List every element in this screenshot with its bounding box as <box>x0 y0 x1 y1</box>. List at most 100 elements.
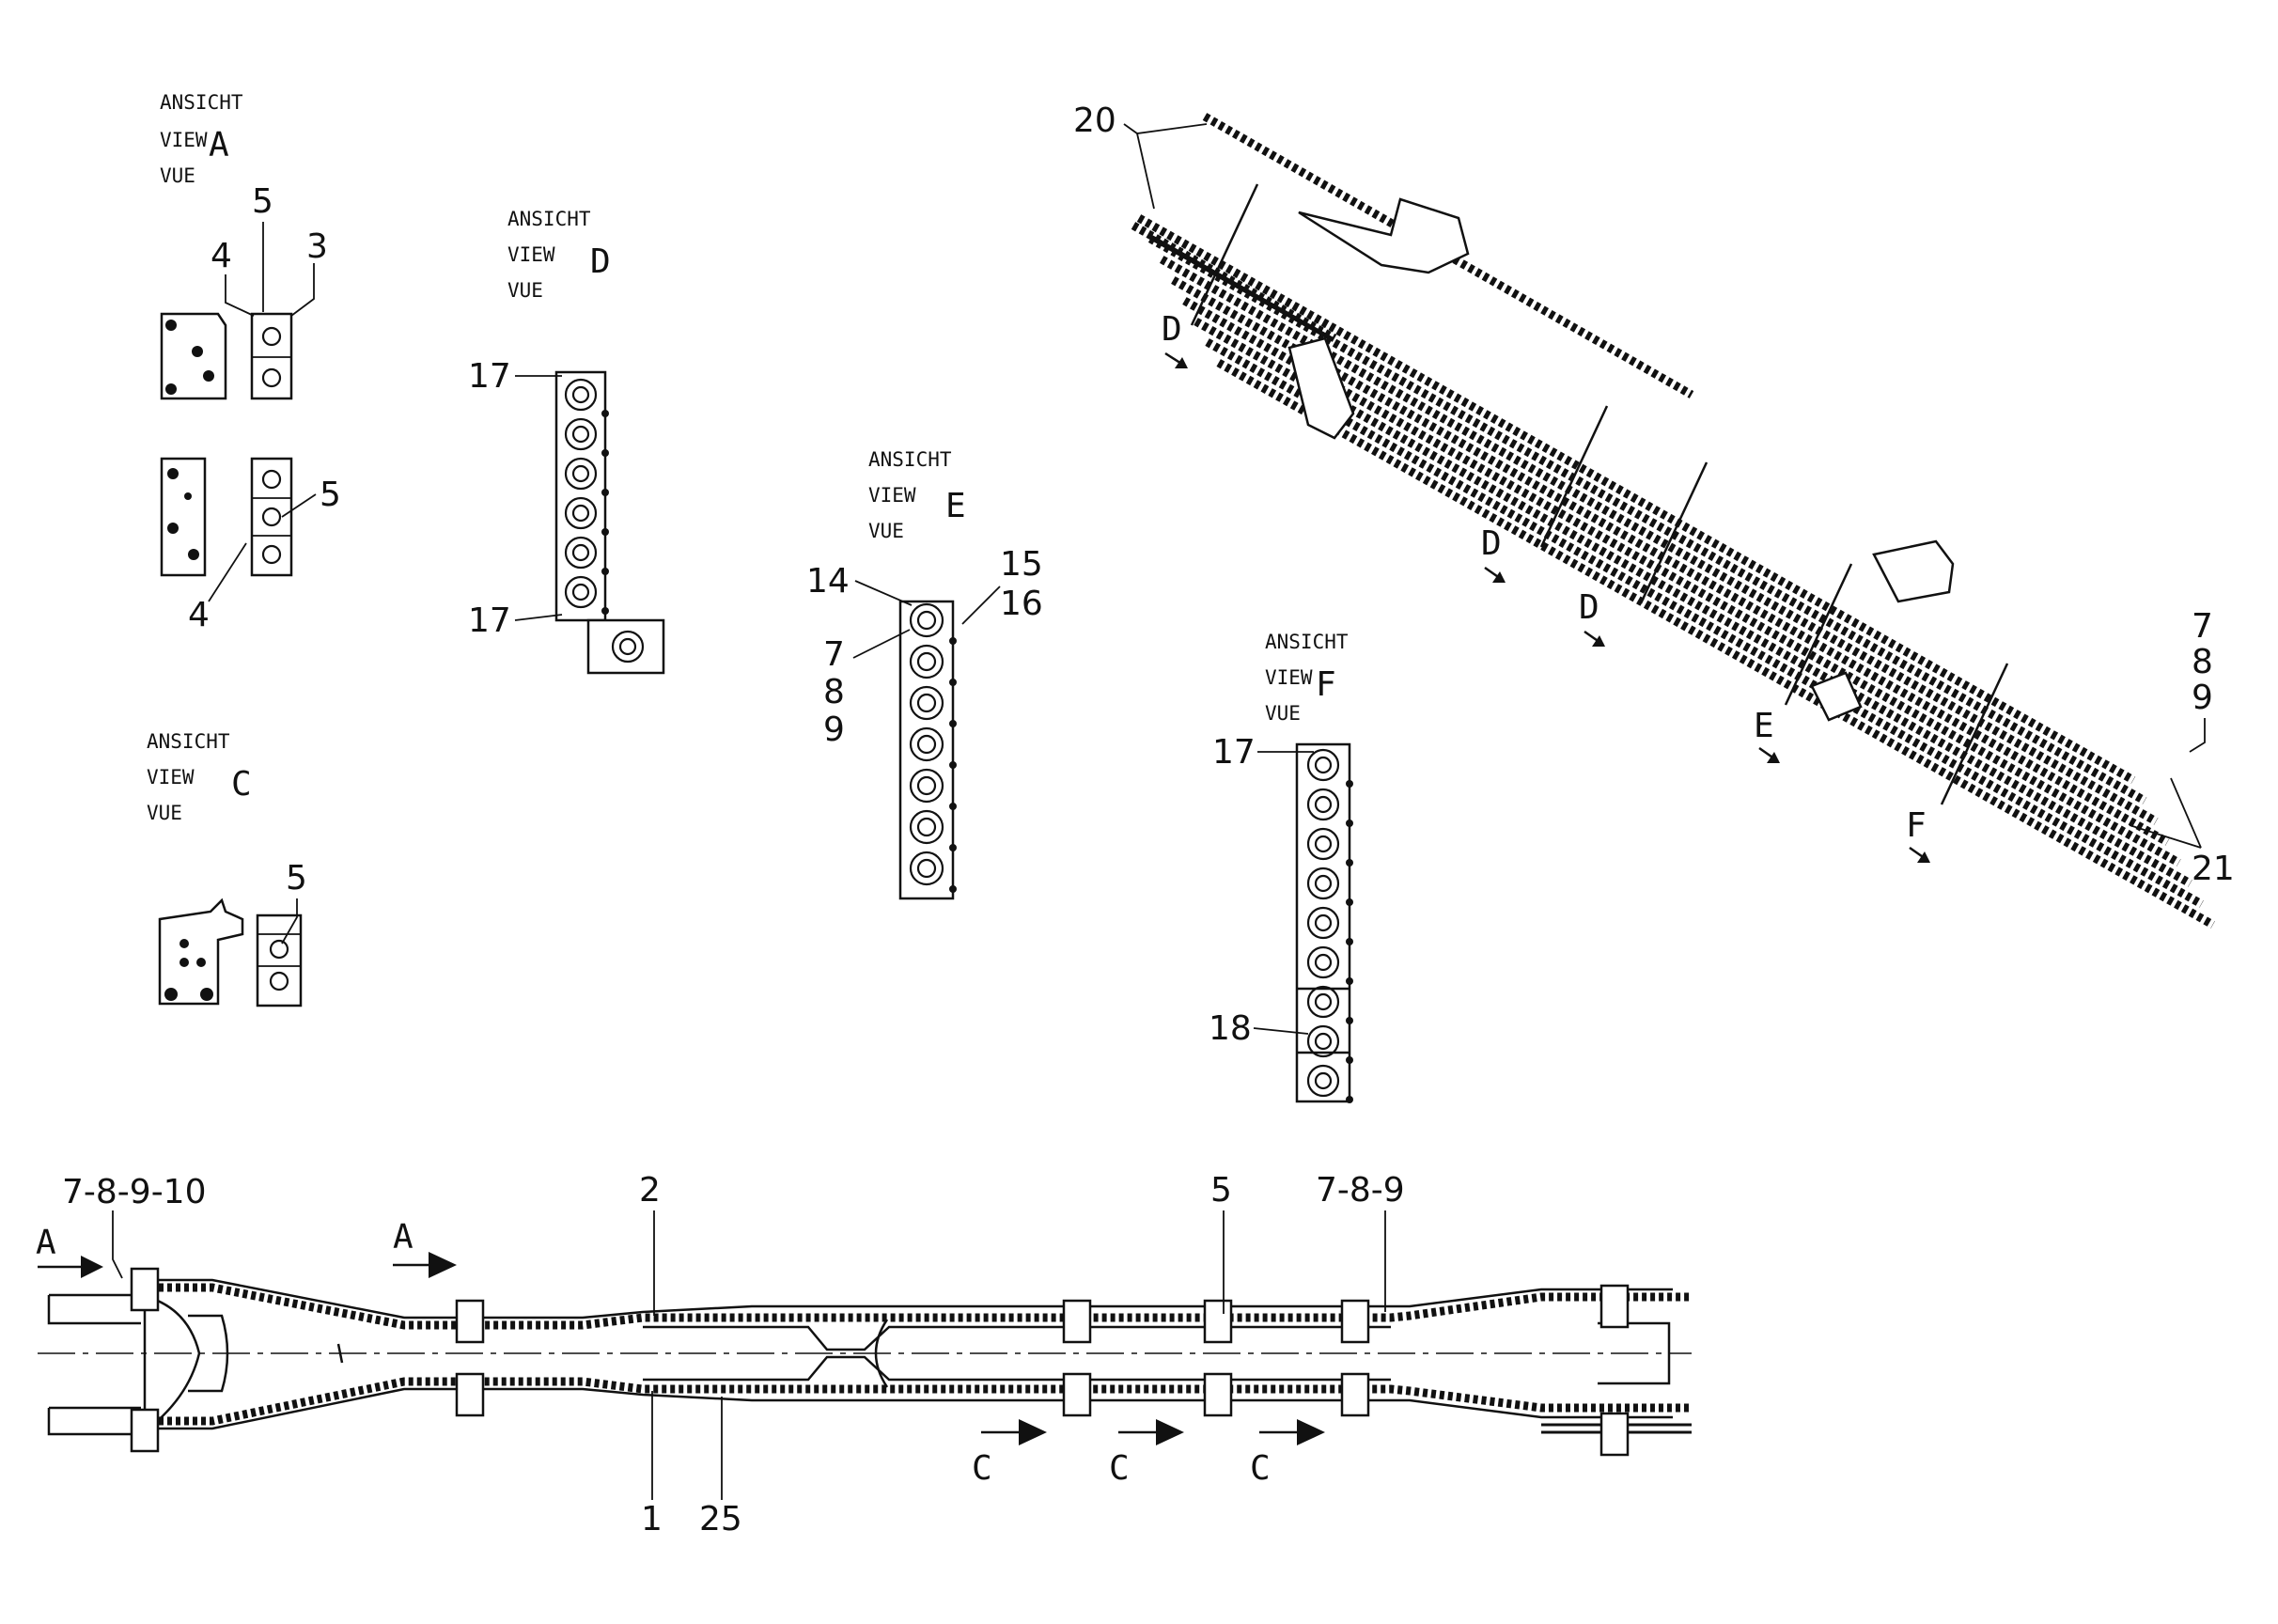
view-f-fitting-core <box>1314 874 1333 893</box>
view-f-bolt <box>1346 1017 1353 1024</box>
view-f-fitting-core <box>1314 953 1333 972</box>
callout-f-17: 17 <box>1212 733 1256 772</box>
view-c-letter: C <box>231 765 252 804</box>
main-clamp-block <box>130 1267 160 1312</box>
view-e-fitting-core <box>916 610 937 631</box>
iso-hose <box>1136 214 2136 784</box>
view-d-vue: VUE <box>507 279 543 302</box>
view-f-bolt <box>1346 977 1353 985</box>
callout-a-3-top: 3 <box>306 227 328 266</box>
view-e-bolt <box>949 844 957 851</box>
iso-rear-bracket-top <box>1872 539 1955 603</box>
view-d-bolt <box>601 489 609 496</box>
view-f-fitting-core <box>1314 914 1333 932</box>
view-f-view: VIEW <box>1265 666 1313 689</box>
view-d-view: VIEW <box>507 243 555 266</box>
callout-f-18: 18 <box>1209 1009 1252 1048</box>
view-e-fitting-core <box>916 693 937 713</box>
view-e-view: VIEW <box>868 484 916 507</box>
view-e-bolt <box>949 679 957 686</box>
callout-main-7-8-9: 7-8-9 <box>1316 1171 1405 1210</box>
callout-main-2: 2 <box>639 1171 661 1210</box>
main-clamp-block <box>130 1408 160 1453</box>
view-f-bolt <box>1346 898 1353 906</box>
view-e-fitting-core <box>916 858 937 879</box>
view-a: ANSICHT VIEW VUE A 4 5 3 5 4 <box>160 91 341 634</box>
callout-a-5-top: 5 <box>252 182 273 221</box>
main-clamp-block <box>1340 1372 1370 1417</box>
callout-e-14: 14 <box>806 562 850 601</box>
view-c-view: VIEW <box>147 766 195 789</box>
arrow-main-c3-label: C <box>1250 1449 1271 1488</box>
view-f-bolt <box>1346 1056 1353 1064</box>
callout-iso-20: 20 <box>1073 102 1116 140</box>
callout-d-17-top: 17 <box>468 357 511 396</box>
view-d-fitting-core <box>571 583 590 601</box>
view-d-bolt <box>601 528 609 536</box>
view-f-bolt <box>1346 859 1353 867</box>
iso-lower-bracket <box>1287 336 1355 440</box>
view-e-fitting-core <box>916 734 937 755</box>
main-clamp-block <box>1340 1299 1370 1344</box>
callout-a-4-top: 4 <box>211 237 232 275</box>
view-f-fitting-core <box>1314 795 1333 814</box>
view-f-fitting-core <box>1314 756 1333 774</box>
view-a-vue: VUE <box>160 164 195 187</box>
view-f-ansicht: ANSICHT <box>1265 631 1349 653</box>
view-e-bolt <box>949 885 957 893</box>
main-clamp-block <box>455 1299 485 1344</box>
view-e-vue: VUE <box>868 520 904 542</box>
view-f-fitting-core <box>1314 835 1333 853</box>
iso-upper-bracket <box>1298 197 1470 274</box>
callout-main-5: 5 <box>1210 1171 1232 1210</box>
arrow-iso-f-label: F <box>1906 806 1927 845</box>
callout-a-5-mid: 5 <box>320 476 341 514</box>
arrow-main-a1-label: A <box>36 1224 56 1262</box>
callout-main-25: 25 <box>699 1500 742 1538</box>
view-e-ansicht: ANSICHT <box>868 448 952 471</box>
view-c-vue: VUE <box>147 802 182 824</box>
iso-hose <box>1182 297 2181 867</box>
view-e-letter: E <box>945 487 966 525</box>
arrow-main-c2-label: C <box>1109 1449 1130 1488</box>
iso-hose <box>1205 338 2204 908</box>
callout-iso-9: 9 <box>2192 679 2213 717</box>
isometric-boom: 20 7 8 9 21 D D D E F <box>1073 102 2235 929</box>
view-a-ansicht: ANSICHT <box>160 91 243 114</box>
view-f-bolt <box>1346 1096 1353 1103</box>
view-e-bolt <box>949 803 957 810</box>
callout-iso-21: 21 <box>2192 850 2235 888</box>
arrow-iso-e-label: E <box>1754 707 1774 745</box>
view-d-fitting-core <box>571 425 590 444</box>
iso-clamp-bar <box>1190 183 1259 326</box>
callout-c-5: 5 <box>286 859 307 898</box>
view-f-letter: F <box>1316 665 1336 704</box>
arrow-iso-d3-label: D <box>1579 588 1599 627</box>
iso-clamp-bar <box>1539 405 1609 548</box>
main-clamp-block <box>1599 1284 1630 1329</box>
iso-hose <box>1216 359 2215 929</box>
callout-e-16: 16 <box>1000 585 1043 623</box>
view-f-bolt <box>1346 820 1353 827</box>
iso-hose-lower <box>1131 222 1337 342</box>
main-clamp-block <box>1062 1372 1092 1417</box>
view-a-letter: A <box>209 126 229 164</box>
view-d-bolt <box>601 568 609 575</box>
view-f: ANSICHT VIEW VUE F 17 18 <box>1209 631 1353 1103</box>
arrow-main-c1-label: C <box>972 1449 992 1488</box>
view-f-bolt <box>1346 938 1353 945</box>
iso-clamp-bar <box>1639 461 1708 604</box>
view-c-clamp <box>256 914 303 1007</box>
callout-iso-7: 7 <box>2192 607 2213 646</box>
view-f-fitting-core <box>1314 1071 1333 1090</box>
view-d-fitting-core <box>571 464 590 483</box>
view-d-bolt <box>601 410 609 417</box>
view-c: ANSICHT VIEW VUE C 5 <box>147 730 307 1007</box>
main-side-view: 7-8-9-10 2 5 7-8-9 1 25 A A C C C <box>36 1171 1692 1538</box>
main-clamp-block <box>1203 1299 1233 1344</box>
iso-rear-bracket-bottom <box>1810 671 1863 722</box>
callout-a-4-bottom: 4 <box>188 596 210 634</box>
arrow-iso-d1-label: D <box>1162 310 1182 349</box>
view-e-bolt <box>949 720 957 727</box>
view-e-bolt <box>949 637 957 645</box>
